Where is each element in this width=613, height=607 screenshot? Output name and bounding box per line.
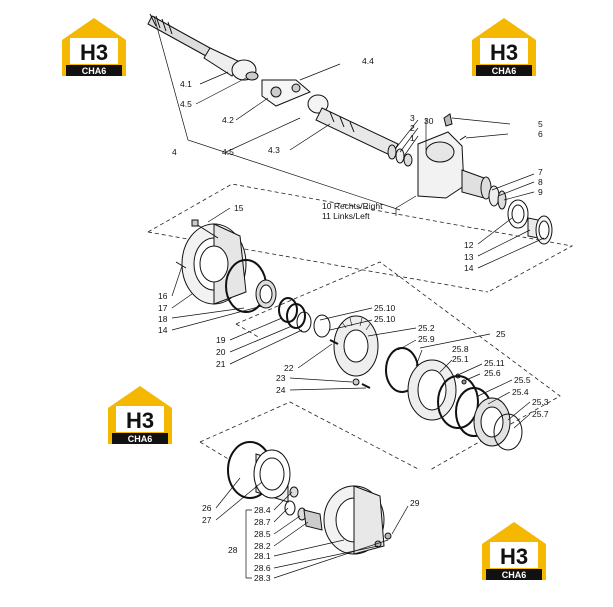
label-18: 18 — [158, 314, 168, 324]
label-15: 15 — [234, 203, 244, 213]
label-23: 23 — [276, 373, 286, 383]
planetary-assembly — [313, 314, 523, 451]
label-28-2: 28.2 — [254, 541, 271, 551]
label-16: 16 — [158, 291, 168, 301]
label-28-7: 28.7 — [254, 517, 271, 527]
label-4-2: 4.2 — [222, 115, 234, 125]
label-25-8: 25.8 — [452, 344, 469, 354]
part-labels: 4.1 4.4 4.5 4.2 4.5 4.3 4 3 2 1 30 5 6 7… — [158, 56, 549, 583]
label-19: 19 — [216, 335, 226, 345]
label-7: 7 — [538, 167, 543, 177]
label-25-7: 25.7 — [532, 409, 549, 419]
label-25-9: 25.9 — [418, 334, 435, 344]
label-9: 9 — [538, 187, 543, 197]
label-4-5b: 4.5 — [222, 147, 234, 157]
label-2: 2 — [410, 123, 415, 133]
label-25-5: 25.5 — [514, 375, 531, 385]
label-4-3: 4.3 — [268, 145, 280, 155]
label-5: 5 — [538, 119, 543, 129]
brand-logo-top-right: H3 CHA6 — [472, 18, 536, 76]
label-11: 11 Links/Left — [322, 211, 370, 221]
label-28-5: 28.5 — [254, 529, 271, 539]
svg-text:CHA6: CHA6 — [128, 434, 153, 444]
label-4-5a: 4.5 — [180, 99, 192, 109]
drive-shaft-assembly — [147, 13, 553, 245]
outer-housing-assembly — [227, 441, 392, 555]
svg-text:CHA6: CHA6 — [82, 66, 107, 76]
label-27: 27 — [202, 515, 212, 525]
label-30: 30 — [424, 116, 434, 126]
wheel-hub-assembly — [175, 219, 312, 333]
label-4-4: 4.4 — [362, 56, 374, 66]
label-6: 6 — [538, 129, 543, 139]
brand-logo-middle-left: H3 CHA6 — [108, 386, 172, 444]
svg-text:H3: H3 — [500, 544, 528, 569]
brand-logo-bottom-right: H3 CHA6 — [482, 522, 546, 580]
label-22: 22 — [284, 363, 294, 373]
label-25-4: 25.4 — [512, 387, 529, 397]
label-26: 26 — [202, 503, 212, 513]
svg-text:CHA6: CHA6 — [492, 66, 517, 76]
label-25-10b: 25.10 — [374, 314, 396, 324]
label-28-4: 28.4 — [254, 505, 271, 515]
label-17: 17 — [158, 303, 168, 313]
label-1: 1 — [410, 133, 415, 143]
label-12: 12 — [464, 240, 474, 250]
brand-logo-top-left: H3 CHA6 — [62, 18, 126, 76]
label-8: 8 — [538, 177, 543, 187]
label-10: 10 Rechts/Right — [322, 201, 383, 211]
label-25-10a: 25.10 — [374, 303, 396, 313]
label-25-6: 25.6 — [484, 368, 501, 378]
label-13: 13 — [464, 252, 474, 262]
svg-text:H3: H3 — [80, 40, 108, 65]
label-20: 20 — [216, 347, 226, 357]
label-4-1: 4.1 — [180, 79, 192, 89]
label-28-1: 28.1 — [254, 551, 271, 561]
label-25-2: 25.2 — [418, 323, 435, 333]
label-28-3: 28.3 — [254, 573, 271, 583]
label-4: 4 — [172, 147, 177, 157]
svg-text:CHA6: CHA6 — [502, 570, 527, 580]
label-3: 3 — [410, 113, 415, 123]
svg-text:H3: H3 — [490, 40, 518, 65]
label-25-1: 25.1 — [452, 354, 469, 364]
label-14a: 14 — [464, 263, 474, 273]
label-25-3: 25.3 — [532, 397, 549, 407]
label-14b: 14 — [158, 325, 168, 335]
label-21: 21 — [216, 359, 226, 369]
svg-text:H3: H3 — [126, 408, 154, 433]
leader-lines — [153, 15, 545, 579]
label-24: 24 — [276, 385, 286, 395]
label-25-11: 25.11 — [484, 358, 505, 368]
label-28-6: 28.6 — [254, 563, 271, 573]
label-28: 28 — [228, 545, 238, 555]
label-29: 29 — [410, 498, 420, 508]
label-25: 25 — [496, 329, 506, 339]
